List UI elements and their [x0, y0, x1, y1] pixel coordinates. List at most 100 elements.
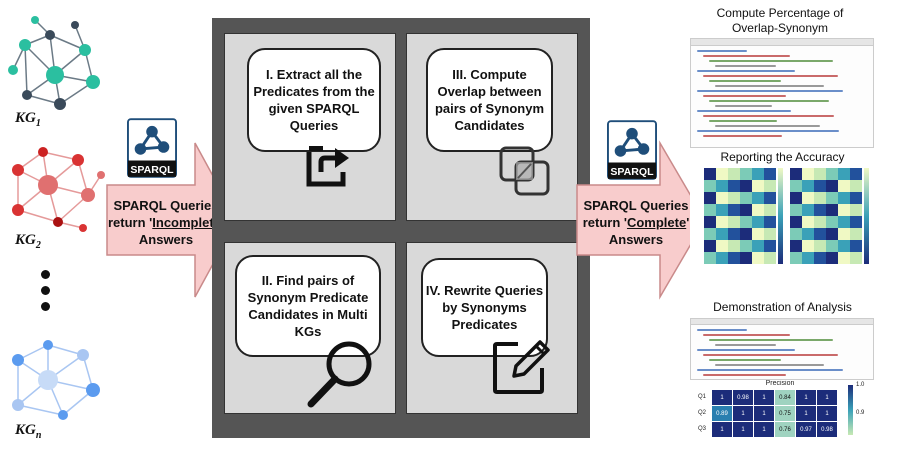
precision-cell: 1 — [817, 390, 837, 405]
heatmap-cell — [752, 168, 764, 180]
code-line — [697, 70, 795, 72]
heatmap-cell — [850, 180, 862, 192]
heatmap-cell — [826, 168, 838, 180]
heatmap-cell — [826, 204, 838, 216]
heatmap-cell — [740, 252, 752, 264]
heatmap-cell — [802, 180, 814, 192]
heatmap-cell — [790, 180, 802, 192]
code-line — [709, 339, 833, 341]
precision-cell: 1 — [754, 422, 774, 437]
accuracy-heatmaps — [690, 164, 872, 286]
colorbar-tick-top: 1.0 — [856, 382, 865, 388]
heatmap-cell — [814, 168, 826, 180]
heatmap-cell — [790, 240, 802, 252]
heatmap-cell — [850, 216, 862, 228]
heatmap-cell — [850, 204, 862, 216]
heatmap-cell — [704, 168, 716, 180]
code-line — [697, 130, 839, 132]
step4-box: IV. Rewrite Queries by Synonyms Predicat… — [421, 258, 548, 357]
heatmap-cell — [752, 192, 764, 204]
code-line — [709, 359, 781, 361]
overlap-squares-icon — [499, 146, 550, 196]
precision-cell: 1 — [817, 406, 837, 421]
code-line — [715, 344, 776, 346]
code-line — [697, 349, 795, 351]
code-line — [715, 105, 772, 107]
precision-cell: 1 — [796, 406, 816, 421]
heatmap-cell — [704, 216, 716, 228]
heatmap-cell — [752, 180, 764, 192]
precision-cell: 1 — [796, 390, 816, 405]
export-icon — [306, 146, 349, 187]
magnifier-icon — [307, 341, 372, 408]
heatmap-cell — [850, 168, 862, 180]
heatmap-cell — [826, 240, 838, 252]
heatmap-cell — [764, 216, 776, 228]
precision-cell: 0.97 — [796, 422, 816, 437]
code-line — [703, 135, 782, 137]
sparql-logo-right: SPARQL — [607, 120, 657, 180]
code-line — [709, 60, 833, 62]
heatmap-cell — [826, 252, 838, 264]
overlap-code-screenshot — [690, 38, 874, 148]
heatmap-cell — [740, 192, 752, 204]
left-arrow-text: SPARQL Queries return 'Incomplete' Answe… — [108, 198, 224, 247]
precision-cell: 1 — [754, 390, 774, 405]
code-line — [715, 125, 820, 127]
heatmap-cell — [728, 204, 740, 216]
heatmap-cell — [764, 204, 776, 216]
ellipsis-dots — [41, 270, 50, 318]
code-line — [709, 100, 829, 102]
heatmap-cell — [704, 180, 716, 192]
code-line — [697, 369, 843, 371]
code-line — [697, 110, 791, 112]
code-line — [697, 329, 747, 331]
heatmap-cell — [752, 240, 764, 252]
heatmap-cell — [740, 204, 752, 216]
heatmap-cell — [728, 216, 740, 228]
heatmap-cell — [838, 252, 850, 264]
code-line — [703, 55, 790, 57]
edit-icon — [493, 340, 550, 394]
heatmap-cell — [752, 216, 764, 228]
heatmap-cell — [752, 228, 764, 240]
heatmap-cell — [740, 216, 752, 228]
right-arrow-text: SPARQL Queries return 'Complete' Answers — [582, 198, 690, 247]
code-line — [703, 374, 786, 376]
kg2-graph-icon — [12, 147, 105, 232]
heatmap-cell — [716, 168, 728, 180]
code-line — [697, 50, 747, 52]
code-line — [715, 65, 776, 67]
heatmap-cell — [728, 192, 740, 204]
heatmap-cell — [814, 228, 826, 240]
heatmap-cell — [826, 192, 838, 204]
heatmap-cell — [802, 252, 814, 264]
code-line — [697, 90, 843, 92]
heatmap-cell — [740, 180, 752, 192]
kg2-label: KG2 — [15, 232, 41, 251]
kg1-label: KG1 — [15, 110, 41, 129]
heatmap-cell — [814, 240, 826, 252]
heatmap-cell — [850, 240, 862, 252]
heatmap-cell — [704, 252, 716, 264]
heatmap-cell — [802, 192, 814, 204]
precision-row-label: Q1 — [698, 394, 707, 400]
heatmap-cell — [728, 180, 740, 192]
heatmap-cell — [764, 180, 776, 192]
heatmap-cell — [752, 204, 764, 216]
heatmap-cell — [790, 252, 802, 264]
heatmap-cell — [716, 204, 728, 216]
heatmap-cell — [728, 168, 740, 180]
analysis-code-screenshot — [690, 318, 874, 380]
heatmap-cell — [850, 228, 862, 240]
heatmap-cell — [802, 168, 814, 180]
code-line — [715, 364, 824, 366]
precision-chart-title: Precision — [765, 380, 795, 387]
heatmap-cell — [790, 204, 802, 216]
precision-cell: 0.98 — [733, 390, 753, 405]
code-line — [703, 75, 838, 77]
heatmap-cell — [838, 240, 850, 252]
heatmap-cell — [814, 180, 826, 192]
heatmap-cell — [764, 240, 776, 252]
heatmap-cell — [704, 192, 716, 204]
